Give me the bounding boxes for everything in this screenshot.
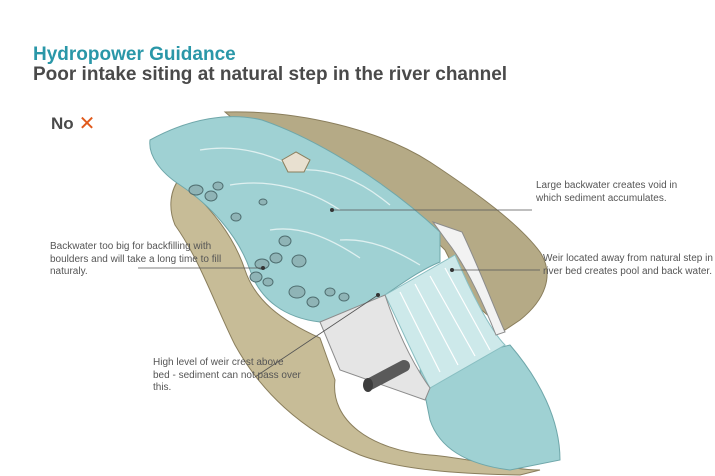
water-ripples [199, 147, 421, 266]
boulders [188, 181, 350, 308]
page-title: Hydropower Guidance [33, 44, 236, 65]
verdict-label: No [51, 114, 74, 133]
weir-wing-wall [431, 221, 506, 336]
callout-weir-crest: High level of weir crest above bed - sed… [153, 357, 301, 393]
callout-backwater-void: Large backwater creates void in which se… [536, 180, 678, 204]
outlet-pipe [363, 360, 410, 392]
callout-backfilling: Backwater too big for backfilling with b… [50, 241, 222, 277]
flow-streaks [399, 267, 491, 373]
weir-body [319, 294, 431, 401]
leader-lines [138, 209, 540, 378]
cross-icon: ✕ [78, 113, 96, 135]
page-subtitle: Poor intake siting at natural step in th… [33, 64, 508, 85]
far-bank [223, 111, 548, 331]
leader-dots [261, 208, 454, 297]
spillway-flow [384, 254, 506, 389]
bank-rock [281, 151, 311, 173]
verdict-no: No ✕ [51, 114, 95, 134]
callout-weir-location: Weir located away from natural step in r… [543, 253, 713, 277]
